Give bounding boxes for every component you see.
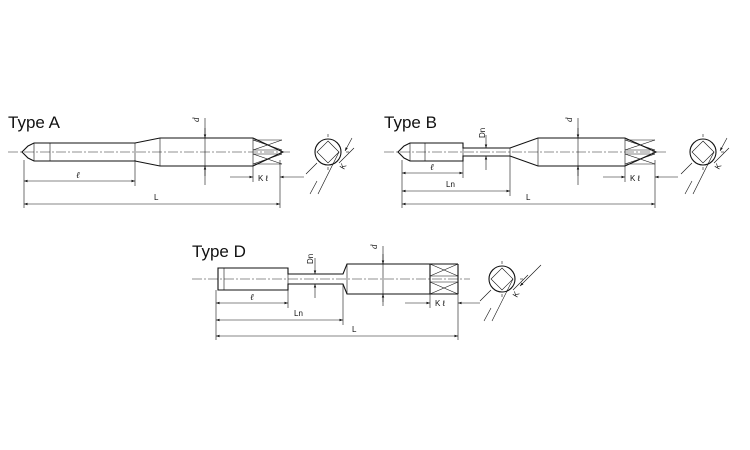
type-d-Kl-label: K ℓ (435, 299, 446, 308)
type-d-K-label: K (511, 289, 522, 299)
type-a-d-label: d (191, 117, 201, 122)
type-d-Dn-label: Dn (306, 254, 315, 264)
type-a-L-label: L (154, 193, 159, 202)
type-b-end-view: K (680, 134, 730, 195)
type-b-l-label: ℓ (430, 162, 434, 172)
type-b-L-label: L (526, 193, 531, 202)
type-d-square-drive (429, 263, 459, 295)
type-d-drawing: Type D Dn d ℓ Ln L (192, 242, 542, 340)
type-d-L-label: L (352, 325, 357, 334)
type-a-K-label: K (338, 161, 349, 171)
type-b-Ln-label: Ln (446, 180, 455, 189)
type-a-end-view: K (305, 134, 355, 195)
type-b-drawing: Type B Dn d ℓ Ln L (384, 113, 730, 208)
type-a-square-drive (252, 139, 283, 165)
type-b-Dn-label: Dn (478, 128, 487, 138)
type-b-title: Type B (384, 113, 437, 132)
type-a-title: Type A (8, 113, 61, 132)
type-d-d-label: d (369, 244, 379, 249)
type-d-l-label: ℓ (250, 292, 254, 302)
type-a-drawing: Type A d ℓ L K ℓ (8, 113, 355, 208)
type-b-d-label: d (564, 117, 574, 122)
type-b-Kl-label: K ℓ (630, 174, 641, 183)
type-a-Kl-label: K ℓ (258, 174, 269, 183)
type-b-square-drive (624, 139, 656, 165)
type-a-l-label: ℓ (76, 170, 80, 180)
type-d-Ln-label: Ln (294, 309, 303, 318)
type-b-K-label: K (713, 161, 724, 171)
type-d-end-view: K (479, 261, 542, 322)
type-d-title: Type D (192, 242, 246, 261)
